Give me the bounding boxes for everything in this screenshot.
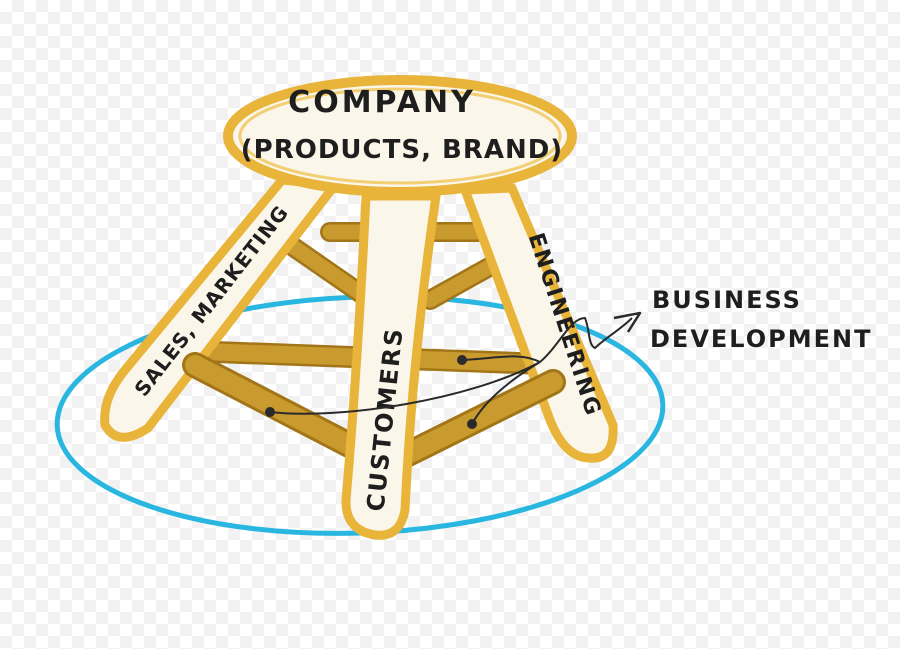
connector-dot-middle [457, 355, 467, 365]
annotation-line-1: BUSINESS [652, 286, 802, 314]
annotation-line-2: DEVELOPMENT [650, 325, 872, 353]
leg-right [460, 183, 618, 463]
stool-seat [223, 75, 577, 197]
front-rungs [182, 352, 566, 471]
seat-subtitle: (PRODUCTS, BRAND) [241, 135, 563, 165]
connector-dot-left [265, 407, 275, 417]
seat-inner-highlight [238, 87, 562, 185]
leg-left [100, 175, 340, 442]
business-development-connector [269, 316, 633, 425]
leg-middle [341, 191, 441, 540]
arrow-head-icon [613, 311, 642, 333]
seat-title: COMPANY [288, 85, 476, 120]
connector-dot-right [467, 419, 477, 429]
